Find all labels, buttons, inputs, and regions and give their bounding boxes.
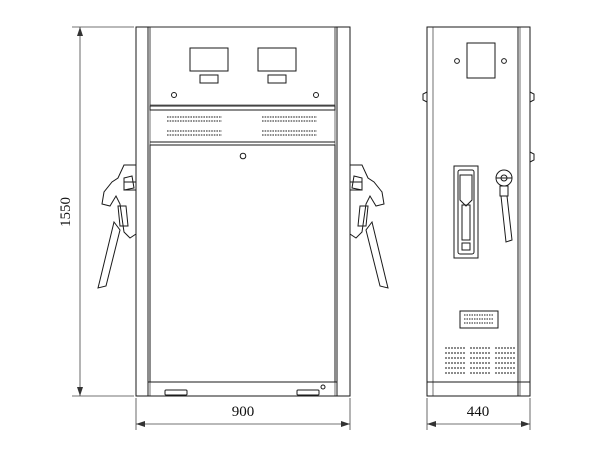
side-screw-left bbox=[454, 58, 460, 64]
vent-grille-right bbox=[262, 116, 317, 136]
door-lock bbox=[239, 152, 247, 160]
louvre-band-top-strip bbox=[149, 105, 336, 111]
nozzle-holster bbox=[453, 165, 479, 259]
side-screw-right bbox=[501, 58, 507, 64]
side-depth-dimension: 440 bbox=[426, 398, 531, 430]
panel-screw-right bbox=[313, 92, 319, 98]
height-dimension: 1550 bbox=[58, 26, 134, 397]
side-view: 440 bbox=[422, 26, 535, 430]
side-depth-label: 440 bbox=[467, 404, 490, 420]
nozzle-right bbox=[349, 164, 389, 289]
lower-door-panel bbox=[149, 144, 336, 383]
side-keypad-panel bbox=[466, 42, 496, 79]
display-screen-right bbox=[257, 47, 297, 72]
front-width-dimension: 900 bbox=[135, 398, 351, 430]
front-body-outline bbox=[135, 26, 351, 397]
side-lug-left bbox=[422, 91, 428, 103]
front-width-label: 900 bbox=[232, 404, 255, 420]
nozzle-left bbox=[97, 164, 137, 289]
height-label: 1550 bbox=[58, 197, 74, 227]
display-screen-left bbox=[189, 47, 229, 72]
side-body-outline bbox=[426, 26, 531, 397]
base-plinth bbox=[147, 381, 338, 397]
price-window-right bbox=[267, 74, 287, 84]
side-vent-grille bbox=[445, 347, 515, 374]
base-foot-left bbox=[164, 389, 188, 396]
vent-grille-left bbox=[167, 116, 222, 136]
side-nameplate-pattern bbox=[464, 314, 494, 324]
display-panel bbox=[149, 26, 336, 106]
base-bolt bbox=[320, 384, 326, 390]
side-nameplate bbox=[459, 310, 499, 329]
front-view: 1550 900 bbox=[58, 26, 389, 430]
hose-swivel bbox=[495, 169, 513, 243]
price-window-left bbox=[199, 74, 219, 84]
panel-screw-left bbox=[171, 92, 177, 98]
base-foot-right bbox=[296, 389, 320, 396]
side-lug-right bbox=[529, 91, 535, 103]
